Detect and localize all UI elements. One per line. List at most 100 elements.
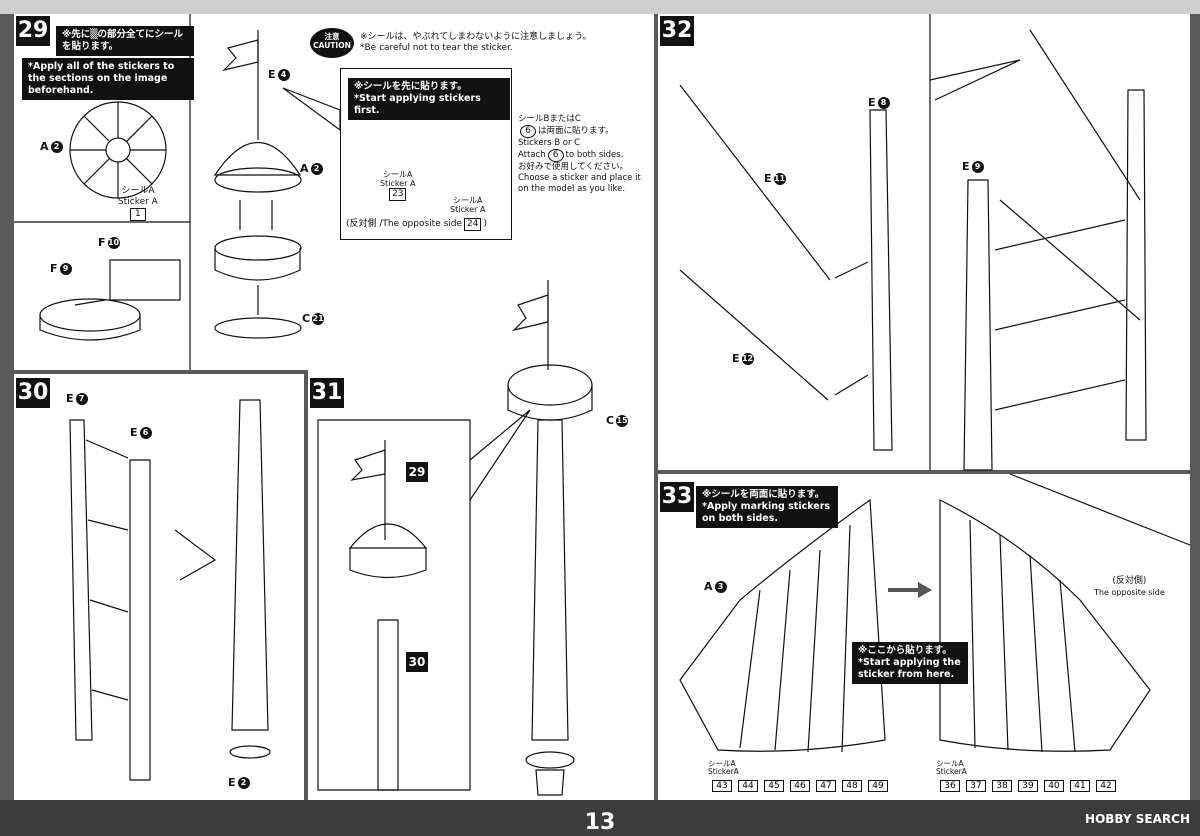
part-e2-ring [229, 745, 271, 759]
left-sticker-en: StickerA [708, 767, 739, 776]
label-e8-letter: E [868, 96, 876, 109]
bc-choose-jp: お好みで使用してください。 [518, 162, 628, 172]
sticker-number: 38 [992, 780, 1012, 792]
label-e7-num: 7 [75, 393, 88, 405]
ref-step-29: 29 [406, 462, 428, 482]
watermark-logo: HOBBY SEARCH [1085, 812, 1190, 826]
sticker-number: 40 [1044, 780, 1064, 792]
part-a2-dome [213, 141, 302, 176]
right-sticker-jp: シールA [936, 759, 964, 768]
label-c21-letter: C [302, 312, 311, 325]
bc-num-jp: 6 [520, 125, 536, 138]
arrow-line [91, 689, 129, 701]
label-e12-letter: E [732, 352, 740, 365]
step33-opposite-en: The opposite side [1094, 588, 1165, 597]
nest-top [214, 235, 302, 261]
dome-rim [214, 167, 302, 193]
sticker-number: 44 [738, 780, 758, 792]
bc-label-jp: シールBまたはC [518, 114, 581, 124]
arrow-line [994, 379, 1126, 411]
step31-bubble [317, 419, 471, 791]
start-here-en: *Start applying the sticker from here. [858, 657, 961, 680]
label-e12-num: 12 [741, 353, 754, 365]
flag-shape [350, 449, 386, 481]
sticker-number: 46 [790, 780, 810, 792]
bubble-sticker2-en: Sticker A [450, 205, 486, 214]
flag-shape [222, 39, 259, 72]
yard-bottom [999, 199, 1141, 321]
bottom-border [0, 800, 1200, 836]
mast-top [377, 619, 399, 791]
step33-note-jp: ※シールを両面に貼ります。 [702, 489, 825, 500]
yard-top [1029, 29, 1141, 201]
caution-en: CAUTION [313, 41, 351, 50]
step-number-31: 31 [310, 378, 344, 408]
part-f9-base [39, 298, 141, 332]
left-sticker-jp: シールA [708, 759, 736, 768]
bubble-sticker2-jp: シールA [452, 196, 483, 205]
part-e6-half [129, 459, 151, 781]
label-f9-letter: F [50, 262, 58, 275]
nest-dome [348, 523, 428, 549]
step29-note-jp: ※先に▒の部分全てにシールを貼ります。 [62, 29, 184, 52]
bubble-note-en: *Start applying stickers first. [354, 93, 481, 116]
arrow-line [74, 299, 106, 306]
sticker-number: 37 [966, 780, 986, 792]
sticker-num-24: 24 [464, 218, 482, 231]
sail-right [939, 499, 1151, 752]
bubble-pointer [282, 87, 341, 132]
bc-choose-en: Choose a sticker and place it on the mod… [518, 173, 641, 194]
arrow-line [89, 599, 129, 613]
arrow-line [994, 219, 1126, 251]
right-sticker-en: StickerA [936, 767, 967, 776]
panel-step-33 [658, 474, 1190, 800]
caution-text-en: *Be careful not to tear the sticker. [360, 43, 513, 53]
label-a2b-letter: A [300, 162, 309, 175]
part-e12-yard [679, 269, 829, 401]
arrow-line [834, 374, 869, 396]
sail-left-stripes [739, 524, 851, 753]
ref-step-30: 30 [406, 652, 428, 672]
label-e11-num: 11 [773, 173, 786, 185]
sail-right-stripes [969, 519, 1076, 753]
label-e7-letter: E [66, 392, 74, 405]
arrow-line [994, 299, 1126, 331]
nest-body [214, 248, 301, 281]
step29-note-en-text: *Apply all of the stickers to the sectio… [28, 61, 175, 96]
label-c15-letter: C [606, 414, 615, 427]
label-e6-letter: E [130, 426, 138, 439]
nest-assembled-body [507, 385, 593, 421]
bc-both-jp: は両面に貼ります。 [538, 126, 614, 136]
top-border [0, 0, 1200, 14]
sticker-number: 43 [712, 780, 732, 792]
bubble-sticker-right: シールA Sticker A [450, 196, 485, 214]
part-e8-mast [869, 109, 893, 451]
bubble-sticker-jp: シールA [382, 170, 413, 179]
arrow-line [87, 519, 129, 531]
label-f10-letter: F [98, 236, 106, 249]
label-f10-num: 10 [107, 237, 120, 249]
step33-note-en: *Apply marking stickers on both sides. [702, 501, 831, 524]
step33-opposite-caption: (反対側) The opposite side [1094, 576, 1165, 598]
flag-shape [512, 294, 549, 332]
caution-jp: 注意 [324, 32, 340, 41]
part-e11-yard [679, 84, 831, 281]
divider-line [1009, 473, 1191, 546]
sticker-num-23: 23 [388, 188, 407, 201]
sticker-number: 48 [842, 780, 862, 792]
step-number-33: 33 [660, 482, 694, 512]
panel-step-32 [658, 14, 1190, 470]
label-e9-letter: E [962, 160, 970, 173]
assembled-mast [231, 399, 269, 731]
